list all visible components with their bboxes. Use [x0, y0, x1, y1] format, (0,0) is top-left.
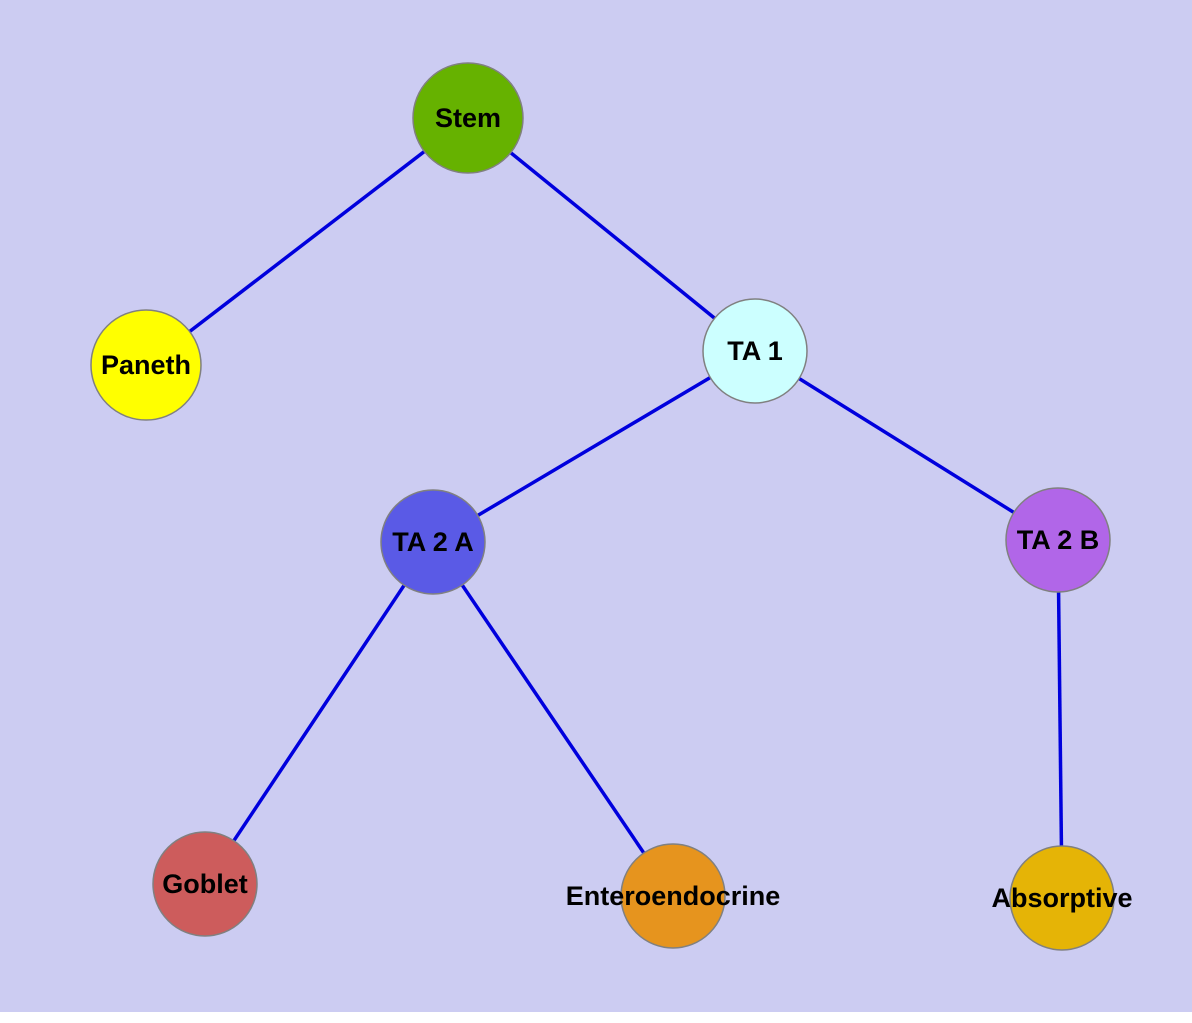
edge-ta1-ta2a [432, 349, 756, 544]
node-ta2b [1005, 487, 1111, 593]
node-layer [90, 62, 1115, 951]
edge-ta2b-absorptive [1056, 539, 1064, 899]
node-enteroendocrine [620, 843, 726, 949]
node-goblet [152, 831, 258, 937]
edge-ta2a-enteroendocrine [431, 541, 675, 897]
edge-layer [144, 116, 1064, 899]
node-absorptive [1009, 845, 1115, 951]
node-paneth [90, 309, 202, 421]
node-ta1 [702, 298, 808, 404]
edge-stem-ta1 [466, 116, 757, 353]
edge-stem-paneth [144, 116, 470, 367]
node-ta2a [380, 489, 486, 595]
edge-ta1-ta2b [754, 349, 1059, 542]
edge-ta2a-goblet [203, 541, 435, 885]
node-stem [412, 62, 524, 174]
